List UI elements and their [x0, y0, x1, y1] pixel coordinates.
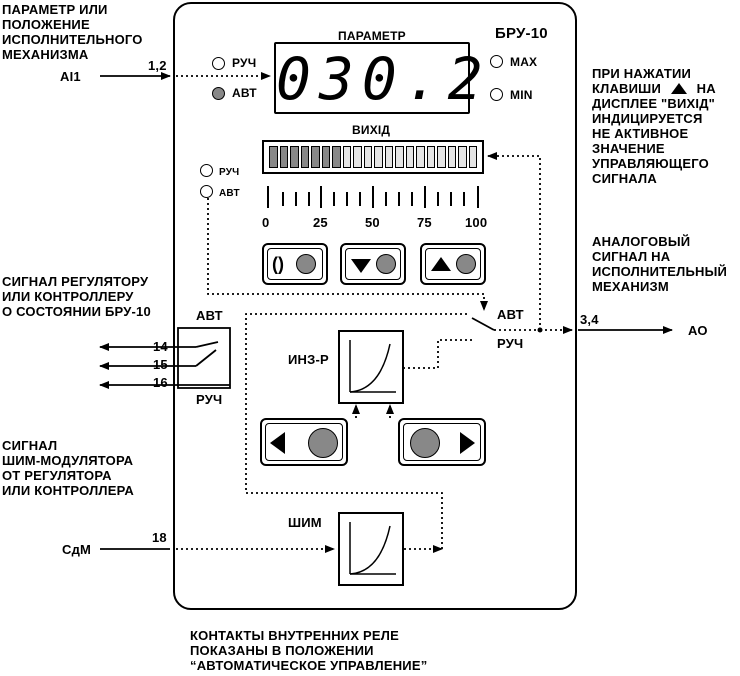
- auto-led-dotted: [207, 198, 488, 311]
- bargraph-segment: [416, 146, 425, 168]
- ai1-pins: 1,2: [148, 58, 167, 73]
- relay-contact: [195, 341, 219, 348]
- pwm-block: [338, 512, 404, 586]
- bargraph-segment: [395, 146, 404, 168]
- curve-icon: [349, 522, 396, 575]
- parameter-display: 030.2: [274, 42, 491, 114]
- bargraph-segment: [405, 146, 414, 168]
- bargraph-segment: [363, 146, 372, 168]
- bargraph-segment: [311, 146, 320, 168]
- down-button[interactable]: [340, 243, 406, 285]
- relay-manual-label: РУЧ: [196, 392, 223, 407]
- switch-manual-label: РУЧ: [497, 336, 524, 351]
- bargraph-segment: [353, 146, 362, 168]
- regulator-note: СИГНАЛ РЕГУЛЯТОРУ ИЛИ КОНТРОЛЛЕРУ О СОСТ…: [2, 274, 151, 319]
- bargraph-segment: [374, 146, 383, 168]
- out-manual-led-label: РУЧ: [219, 167, 240, 178]
- auto-led-label: АВТ: [232, 86, 257, 100]
- scale-tick-25: 25: [313, 215, 328, 230]
- button-circle-icon: [456, 254, 476, 274]
- switch-auto-label: АВТ: [497, 307, 524, 322]
- bargraph-segment: [279, 146, 288, 168]
- relay-contact-common: [195, 349, 217, 367]
- manual-led: [212, 57, 225, 70]
- scale-tick-50: 50: [365, 215, 380, 230]
- left-button[interactable]: [260, 418, 348, 466]
- device-model: БРУ-10: [495, 25, 548, 42]
- display-value: 030.2: [276, 45, 491, 113]
- bargraph-segment: [300, 146, 309, 168]
- param-title: ПАРАМЕТР: [338, 29, 406, 43]
- analog-note: АНАЛОГОВЫЙ СИГНАЛ НА ИСПОЛНИТЕЛЬНЫЙ МЕХА…: [592, 234, 728, 294]
- scale-tick-75: 75: [417, 215, 432, 230]
- output-bargraph: [262, 140, 484, 174]
- bargraph-segment: [426, 146, 435, 168]
- scale-tick-0: 0: [262, 215, 270, 230]
- output-title: ВИХІД: [352, 123, 391, 137]
- brackets-icon: (): [272, 254, 284, 274]
- integrator-block: [338, 330, 404, 404]
- button-circle-icon: [410, 428, 440, 458]
- up-triangle-icon: [431, 257, 451, 271]
- pwm-label: ШИМ: [288, 515, 322, 530]
- min-led: [490, 88, 503, 101]
- max-led-label: MAX: [510, 55, 538, 69]
- out-manual-led: [200, 164, 213, 177]
- bargraph-segment: [468, 146, 477, 168]
- up-triangle-icon: [670, 83, 687, 94]
- ai1-label: AI1: [60, 69, 81, 84]
- display-note: ПРИ НАЖАТИИ КЛАВИШИ НА ДИСПЛЕЕ "ВИХІД" И…: [592, 66, 716, 186]
- bargraph-segment: [290, 146, 299, 168]
- bargraph-segment: [332, 146, 341, 168]
- min-led-label: MIN: [510, 88, 533, 102]
- pwm-note: СИГНАЛ ШИМ-МОДУЛЯТОРА ОТ РЕГУЛЯТОРА ИЛИ …: [2, 438, 134, 498]
- out-auto-led: [200, 185, 213, 198]
- out-auto-led-label: АВТ: [219, 188, 240, 199]
- mode-toggle-button[interactable]: (): [262, 243, 328, 285]
- footer-note: КОНТАКТЫ ВНУТРЕННИХ РЕЛЕ ПОКАЗАНЫ В ПОЛО…: [190, 628, 428, 673]
- bargraph-segment: [447, 146, 456, 168]
- ao-label: АО: [688, 323, 708, 338]
- output-switch: [471, 317, 495, 331]
- relay-auto-label: АВТ: [196, 308, 223, 323]
- bargraph-segment: [384, 146, 393, 168]
- auto-led: [212, 87, 225, 100]
- max-led: [490, 55, 503, 68]
- relay-box: [177, 327, 231, 389]
- right-triangle-icon: [460, 432, 475, 454]
- scale-tick-100: 100: [465, 215, 488, 230]
- relay-pin-16: 16: [153, 375, 168, 390]
- sdm-label: СдМ: [62, 542, 92, 557]
- sdm-pin: 18: [152, 530, 167, 545]
- pwm-to-switch-dotted: [245, 313, 470, 549]
- bargraph-segment: [269, 146, 278, 168]
- button-circle-icon: [376, 254, 396, 274]
- left-triangle-icon: [270, 432, 285, 454]
- integrator-output-dotted: [403, 339, 472, 369]
- relay-pin-15: 15: [153, 357, 168, 372]
- bargraph-segment: [437, 146, 446, 168]
- param-note: ПАРАМЕТР ИЛИ ПОЛОЖЕНИЕ ИСПОЛНИТЕЛЬНОГО М…: [2, 2, 143, 62]
- down-triangle-icon: [351, 259, 371, 273]
- up-button[interactable]: [420, 243, 486, 285]
- device-panel: [173, 2, 577, 610]
- bargraph-segment: [458, 146, 467, 168]
- ao-pins: 3,4: [580, 312, 599, 327]
- relay-pin-14: 14: [153, 339, 168, 354]
- manual-led-label: РУЧ: [232, 56, 257, 70]
- button-circle-icon: [296, 254, 316, 274]
- bargraph-segment: [321, 146, 330, 168]
- button-circle-icon: [308, 428, 338, 458]
- integrator-label: ИНЗ-Р: [288, 352, 329, 367]
- bargraph-segment: [342, 146, 351, 168]
- output-scale: [267, 186, 479, 208]
- curve-icon: [349, 340, 396, 393]
- right-button[interactable]: [398, 418, 486, 466]
